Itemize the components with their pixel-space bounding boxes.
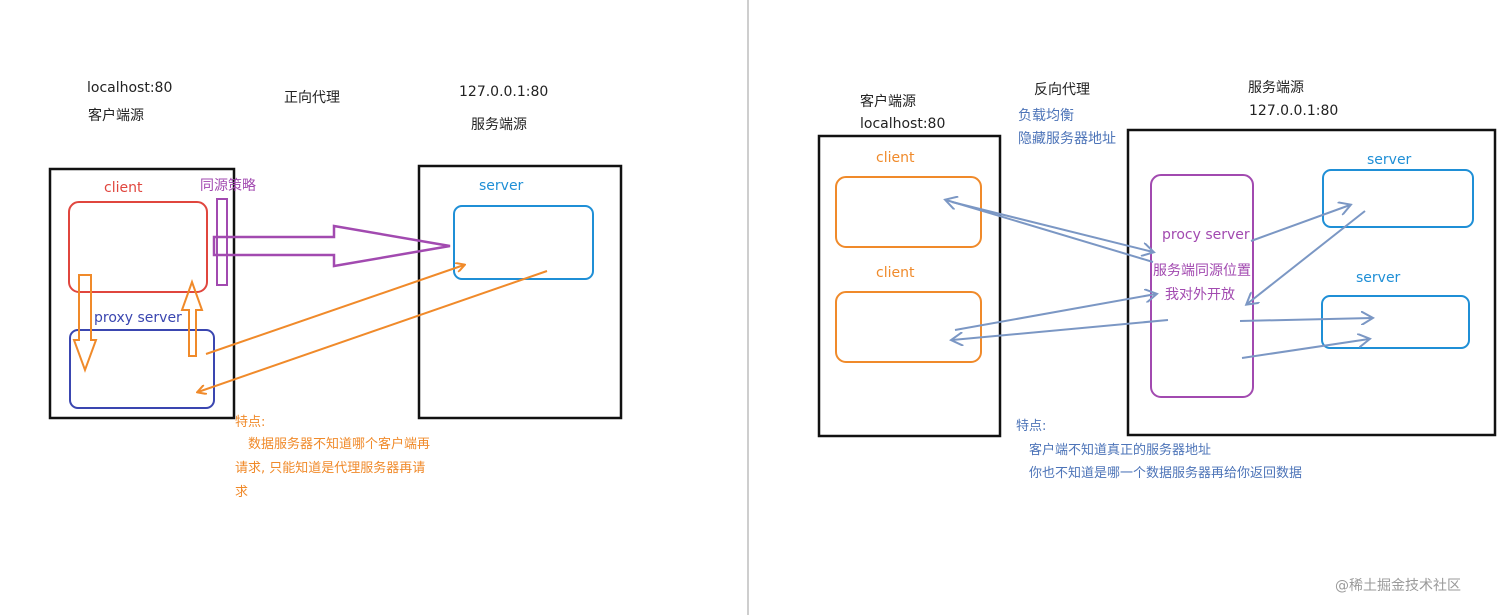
server-origin-label: 服务端源 (471, 117, 527, 133)
proxy-to-server2-line (1239, 318, 1372, 321)
hide-server-label: 隐藏服务器地址 (1018, 131, 1116, 147)
proxy-server-label: proxy server (94, 310, 182, 326)
server1-box (1322, 169, 1474, 228)
proxy-to-client1-line (946, 200, 1154, 263)
proxy-to-client-arrow (180, 279, 204, 357)
reverse-feature-line2: 你也不知道是哪一个数据服务器再给你返回数据 (1029, 466, 1303, 481)
client1-label: client (876, 150, 915, 166)
server-origin-box-right (1126, 128, 1497, 437)
forward-feature-line2: 请求, 只能知道是代理服务器再请 (235, 461, 426, 476)
load-balance-label: 负载均衡 (1018, 108, 1074, 124)
forward-proxy-title: 正向代理 (284, 90, 340, 106)
server-host: 127.0.0.1:80 (459, 84, 549, 100)
proxy-note2: 我对外开放 (1165, 287, 1235, 303)
watermark: @稀土掘金技术社区 (1335, 578, 1461, 594)
proxy-server-box (69, 329, 215, 409)
server-origin-label-right: 服务端源 (1248, 80, 1304, 96)
server-to-proxy-line (198, 270, 548, 392)
server-label: server (479, 178, 524, 194)
server1-to-proxy-line (1247, 210, 1366, 304)
client1-box (835, 176, 982, 248)
reverse-feature-title: 特点: (1016, 419, 1047, 434)
client2-to-proxy-line (954, 294, 1156, 331)
client2-label: client (876, 265, 915, 281)
proxy-note1: 服务端同源位置 (1153, 263, 1251, 279)
procy-server-box (1150, 174, 1254, 398)
proxy-to-client2-line (952, 319, 1169, 340)
server2-label: server (1356, 270, 1401, 286)
server1-label: server (1367, 152, 1412, 168)
server-origin-box (417, 164, 623, 420)
server2-to-proxy-line (1241, 339, 1369, 359)
server2-box (1321, 295, 1470, 349)
client-origin-box-right (817, 134, 1002, 438)
same-origin-label: 同源策略 (200, 178, 256, 194)
client-box (68, 201, 208, 293)
client-origin-label: 客户端源 (88, 108, 144, 124)
forward-feature-line1: 数据服务器不知道哪个客户端再 (248, 437, 431, 452)
same-origin-barrier (216, 198, 228, 286)
reverse-proxy-title: 反向代理 (1034, 82, 1090, 98)
server-host-right: 127.0.0.1:80 (1249, 103, 1339, 119)
forward-feature-title: 特点: (235, 415, 266, 430)
purple-request-arrow (212, 224, 451, 268)
client-origin-label-right: 客户端源 (860, 94, 916, 110)
client-origin-host-right: localhost:80 (860, 116, 946, 132)
forward-feature-line3: 求 (235, 485, 249, 500)
reverse-feature-line1: 客户端不知道真正的服务器地址 (1029, 443, 1212, 458)
client-to-proxy-arrow (72, 274, 98, 373)
proxy-to-server-line (205, 265, 464, 355)
procy-server-label: procy server (1162, 227, 1250, 243)
server-box (453, 205, 594, 280)
client-origin-host: localhost:80 (87, 80, 173, 96)
client-label: client (104, 180, 143, 196)
client2-box (835, 291, 982, 363)
proxy-to-server1-line (1250, 205, 1350, 242)
client1-to-proxy-line (951, 201, 1153, 252)
client-origin-box (48, 167, 236, 420)
